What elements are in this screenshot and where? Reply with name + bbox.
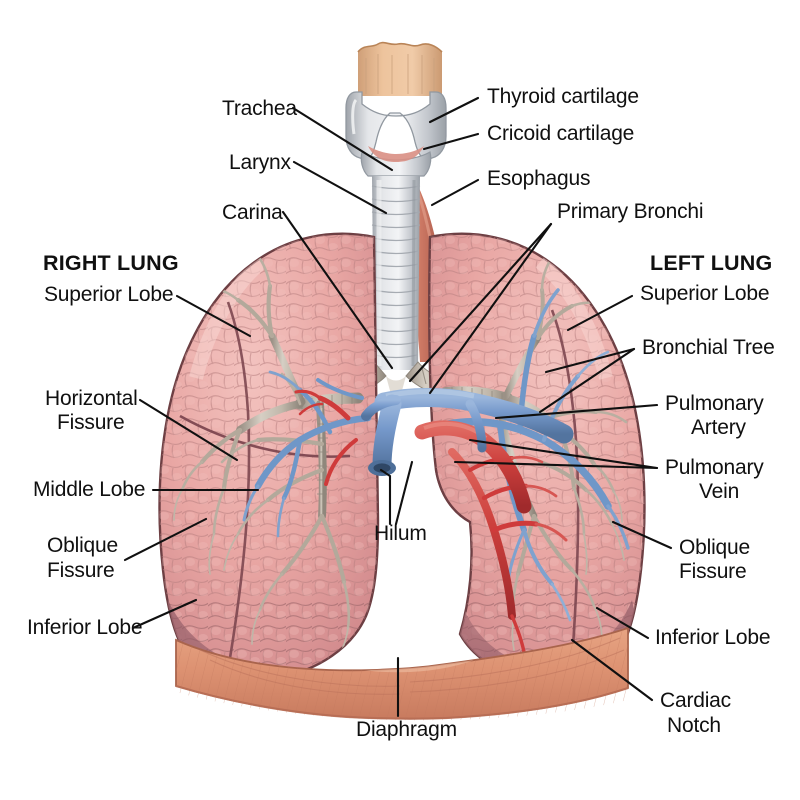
lead-hilum-2 bbox=[394, 460, 414, 526]
label-oblique-fissure-l2: Fissure bbox=[679, 560, 746, 583]
lead-right-inferior bbox=[131, 598, 198, 630]
label-middle-lobe: Middle Lobe bbox=[33, 478, 145, 501]
lead-thyroid bbox=[428, 96, 480, 124]
label-left-inferior-lobe: Inferior Lobe bbox=[655, 626, 770, 649]
leader-lines bbox=[123, 96, 673, 718]
label-pulmonary-artery: Pulmonary bbox=[665, 392, 764, 415]
label-hilum: Hilum bbox=[374, 522, 427, 545]
lead-pulmonary-artery bbox=[494, 403, 659, 420]
label-pulmonary-artery2: Artery bbox=[691, 416, 747, 439]
larynx-trachea-structure bbox=[329, 41, 463, 405]
label-horizontal-fissure2: Fissure bbox=[57, 411, 124, 434]
label-cardiac-notch: Cardiac bbox=[660, 689, 731, 712]
lead-left-superior bbox=[566, 294, 634, 332]
lead-bronchial-tree-1 bbox=[544, 347, 636, 374]
oblique-fissure-line-right bbox=[226, 301, 251, 659]
label-diaphragm: Diaphragm bbox=[356, 718, 457, 741]
left-lung bbox=[428, 232, 646, 683]
lead-larynx bbox=[292, 160, 388, 215]
label-horizontal-fissure: Horizontal bbox=[45, 387, 138, 410]
label-trachea: Trachea bbox=[222, 97, 297, 120]
label-oblique-fissure-r: Oblique bbox=[47, 534, 118, 557]
label-right-superior-lobe: Superior Lobe bbox=[44, 283, 173, 306]
label-carina: Carina bbox=[222, 201, 283, 224]
label-right-lung: RIGHT LUNG bbox=[43, 251, 179, 275]
lead-horizontal-fissure bbox=[138, 398, 239, 462]
lead-trachea bbox=[291, 106, 394, 172]
label-bronchial-tree: Bronchial Tree bbox=[642, 336, 775, 359]
lead-cardiac-notch bbox=[570, 638, 654, 702]
lead-oblique-fissure-l bbox=[611, 520, 673, 550]
lead-hilum-1 bbox=[379, 468, 392, 526]
label-cardiac-notch2: Notch bbox=[667, 714, 721, 737]
label-cricoid-cartilage: Cricoid cartilage bbox=[487, 122, 634, 145]
label-right-inferior-lobe: Inferior Lobe bbox=[27, 616, 142, 639]
lead-cricoid bbox=[422, 132, 480, 151]
label-thyroid-cartilage: Thyroid cartilage bbox=[487, 85, 639, 108]
oblique-fissure-line-left bbox=[550, 309, 580, 661]
lead-carina bbox=[281, 210, 394, 370]
right-lung bbox=[158, 232, 380, 683]
label-left-superior-lobe: Superior Lobe bbox=[640, 282, 769, 305]
label-primary-bronchi: Primary Bronchi bbox=[557, 200, 703, 223]
right-bronchial-tree bbox=[173, 254, 372, 661]
label-pulmonary-vein2: Vein bbox=[699, 480, 739, 503]
label-larynx: Larynx bbox=[229, 151, 292, 174]
lead-primary-bronchi-1 bbox=[408, 222, 553, 383]
lead-right-superior bbox=[175, 294, 252, 338]
lead-pulmonary-vein-2 bbox=[453, 460, 659, 470]
lead-pulmonary-vein-1 bbox=[468, 438, 659, 470]
lead-oblique-fissure-r bbox=[123, 517, 208, 562]
right-lung-vessels bbox=[242, 370, 372, 538]
horizontal-fissure-line bbox=[179, 414, 351, 458]
label-pulmonary-vein: Pulmonary bbox=[665, 456, 764, 479]
label-left-lung: LEFT LUNG bbox=[650, 251, 772, 275]
lead-bronchial-tree-2 bbox=[538, 347, 636, 414]
lead-esophagus bbox=[430, 178, 480, 207]
lead-primary-bronchi-2 bbox=[428, 222, 553, 395]
cardiac-notch-contour bbox=[434, 469, 471, 523]
label-oblique-fissure-l: Oblique bbox=[679, 536, 750, 559]
label-esophagus: Esophagus bbox=[487, 167, 590, 190]
label-oblique-fissure-r2: Fissure bbox=[47, 559, 114, 582]
lead-left-inferior bbox=[595, 606, 650, 640]
